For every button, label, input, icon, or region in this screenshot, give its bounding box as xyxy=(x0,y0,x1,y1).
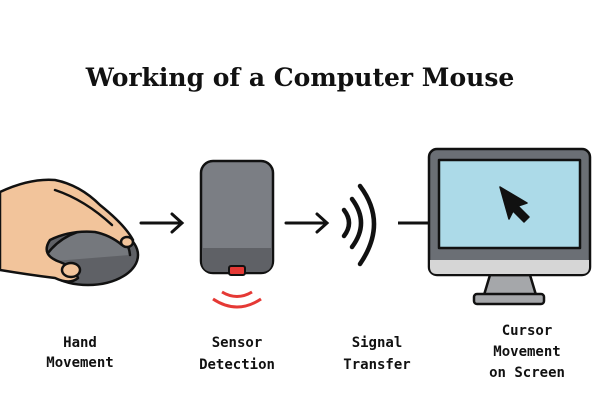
label-line: Signal xyxy=(352,335,403,351)
step-label-hand: Hand Movement xyxy=(46,335,113,371)
label-line: Movement xyxy=(46,355,113,371)
monitor-cursor-icon xyxy=(427,147,592,306)
label-line: on Screen xyxy=(489,365,565,381)
label-line: Hand xyxy=(63,335,97,351)
cursor-icon xyxy=(499,186,530,223)
arrow-icon xyxy=(139,212,185,234)
label-line: Detection xyxy=(199,357,275,373)
step-label-sensor: Sensor Detection xyxy=(199,335,275,373)
label-line: Cursor xyxy=(502,323,553,339)
arrow-icon xyxy=(284,212,330,234)
label-line: Transfer xyxy=(343,357,410,373)
step-label-signal: Signal Transfer xyxy=(343,335,410,373)
diagram-title: Working of a Computer Mouse xyxy=(85,63,515,92)
hand-on-mouse-icon xyxy=(0,178,140,287)
label-line: Sensor xyxy=(212,335,263,351)
signal-waves-icon xyxy=(341,183,377,267)
step-label-cursor: Cursor Movement on Screen xyxy=(489,323,565,381)
label-line: Movement xyxy=(493,344,560,360)
optical-sensor-icon xyxy=(199,159,275,309)
